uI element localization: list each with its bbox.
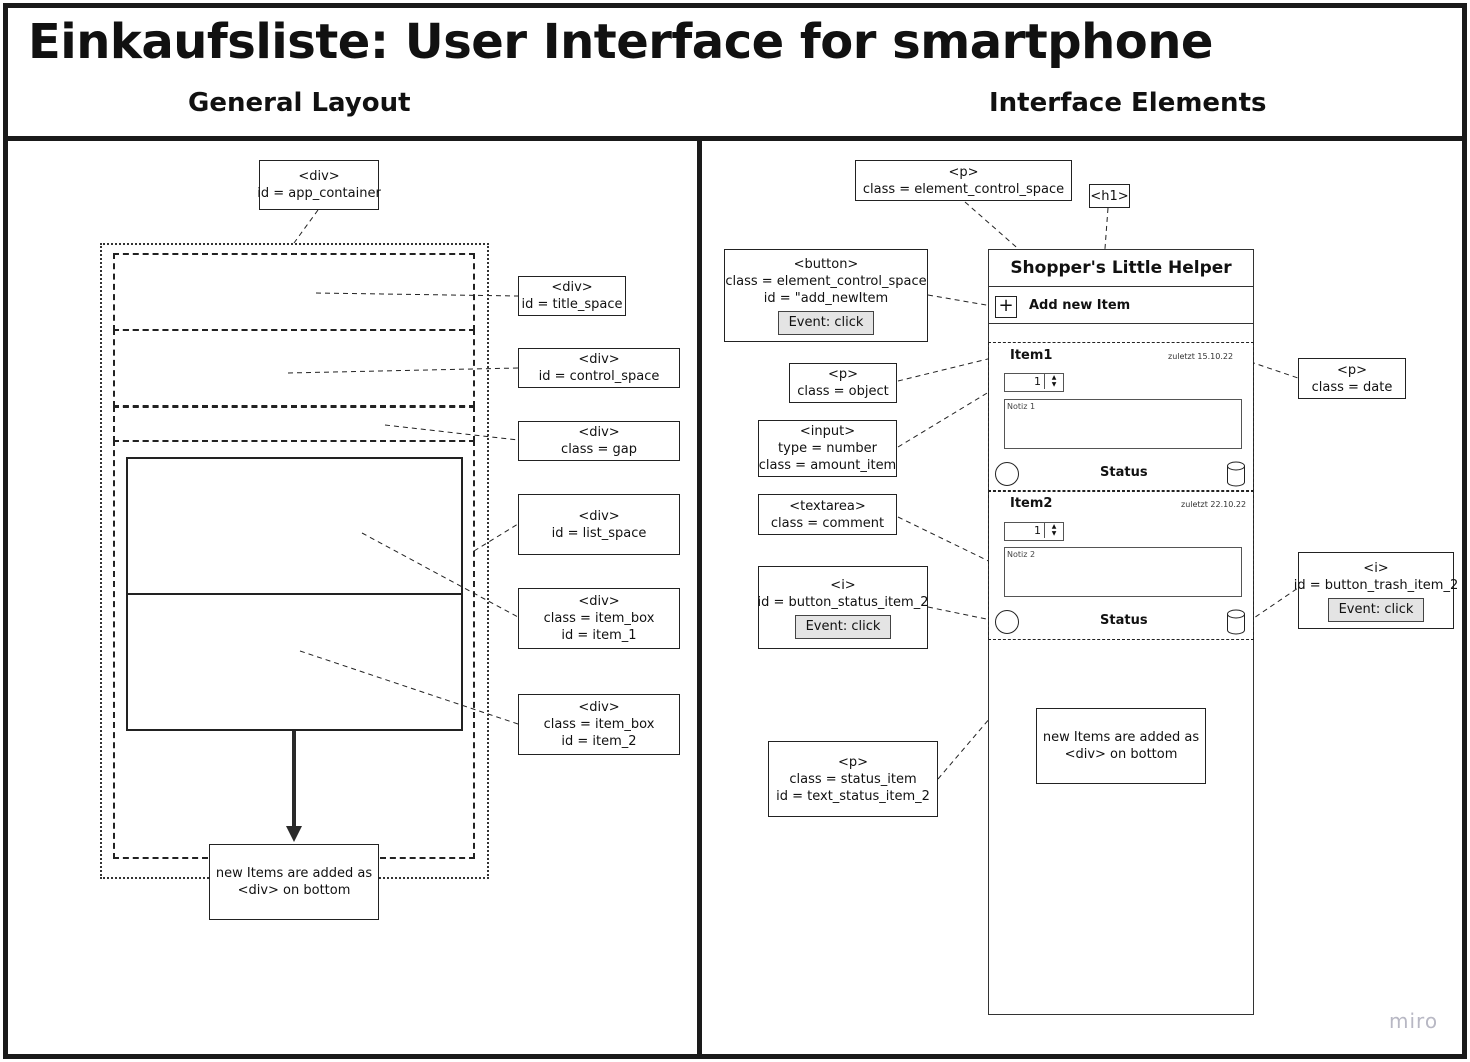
interface-elements-panel (697, 136, 1467, 1059)
item-1-status: Status (1100, 465, 1148, 480)
item-2-status-icon[interactable] (995, 610, 1019, 634)
label-p-control-space: <p>class = element_control_space (855, 160, 1072, 201)
item-box-2 (126, 593, 463, 731)
add-icon[interactable]: + (995, 296, 1017, 318)
item-2-name: Item2 (1010, 496, 1053, 511)
label-i-status: <i>id = button_status_item_2 Event: clic… (758, 566, 929, 649)
title-space-box (113, 253, 475, 331)
add-new-item-button[interactable]: Add new Item (1029, 298, 1131, 313)
phone-title-divider (988, 286, 1254, 287)
label-new-items-layout: new Items are added as<div> on bottom (209, 844, 379, 920)
item-2-amount-input[interactable]: 1▲▼ (1004, 522, 1064, 541)
label-i-trash: <i>id = button_trash_item_2 Event: click (1294, 552, 1458, 629)
spinner-icon[interactable]: ▲▼ (1044, 523, 1063, 538)
label-textarea: <textarea>class = comment (758, 494, 897, 535)
item-1-trash-icon[interactable] (1226, 461, 1246, 487)
item-1-date: zuletzt 15.10.22 (1168, 352, 1234, 361)
item-2-trash-icon[interactable] (1226, 609, 1246, 635)
trash-event-click: Event: click (1327, 597, 1425, 622)
item-box-1 (126, 457, 463, 595)
interface-elements-heading: Interface Elements (989, 88, 1267, 118)
item-1-amount-input[interactable]: 1▲▼ (1004, 373, 1064, 392)
spinner-icon[interactable]: ▲▼ (1044, 374, 1063, 389)
status-event-click: Event: click (794, 614, 892, 639)
label-app-container: <div>id = app_container (257, 160, 381, 210)
phone-item-1 (988, 342, 1254, 492)
label-p-object: <p>class = object (789, 363, 897, 403)
gap-box (113, 406, 475, 442)
label-title-space: <div>id = title_space (518, 276, 626, 316)
item-2-date: zuletzt 22.10.22 (1181, 500, 1247, 509)
label-h1: <h1> (1089, 184, 1130, 208)
label-p-date: <p>class = date (1298, 358, 1406, 399)
label-control-space: <div>id = control_space (518, 348, 680, 388)
phone-mockup (988, 249, 1254, 1015)
page-title: Einkaufsliste: User Interface for smartp… (28, 14, 1213, 70)
label-list-space: <div>id = list_space (518, 494, 680, 555)
phone-item-2 (988, 490, 1254, 640)
general-layout-heading: General Layout (188, 88, 411, 118)
label-gap: <div>class = gap (518, 421, 680, 461)
item-1-status-icon[interactable] (995, 462, 1019, 486)
item-1-comment[interactable]: Notiz 1 (1004, 399, 1242, 449)
label-new-items-interface: new Items are added as<div> on bottom (1036, 708, 1206, 784)
item-1-name: Item1 (1010, 348, 1053, 363)
miro-watermark: miro (1389, 1009, 1439, 1033)
control-divider (988, 323, 1254, 324)
app-title: Shopper's Little Helper (1010, 258, 1232, 278)
item-2-status: Status (1100, 613, 1148, 628)
item-2-comment[interactable]: Notiz 2 (1004, 547, 1242, 597)
button-event-click: Event: click (777, 311, 875, 335)
control-space-box (113, 329, 475, 407)
